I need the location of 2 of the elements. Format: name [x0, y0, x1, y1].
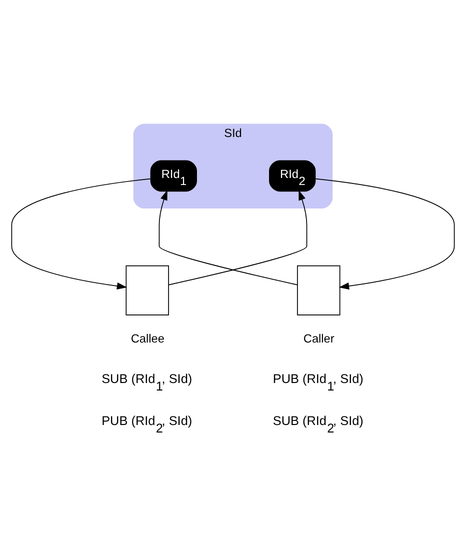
node-label: Callee — [130, 332, 164, 346]
node-label: Caller — [303, 332, 334, 346]
